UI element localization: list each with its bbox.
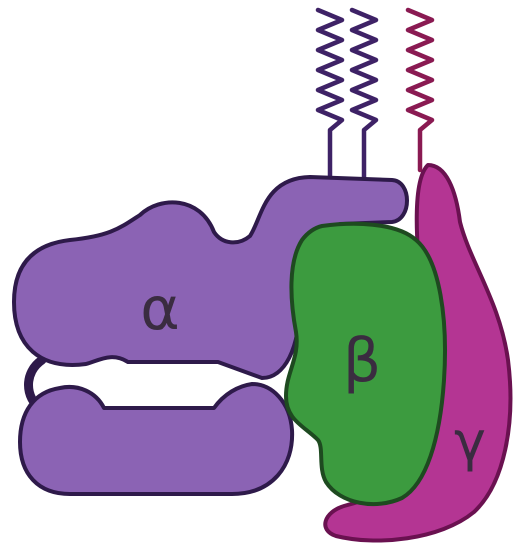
gamma-lipid-anchor	[408, 10, 432, 170]
alpha-lipid-anchor-right	[352, 10, 376, 178]
alpha-lower-domain	[20, 384, 292, 494]
alpha-lipid-anchor-left	[318, 10, 342, 178]
alpha-label: α	[140, 274, 180, 344]
beta-label: β	[343, 326, 381, 396]
gamma-label: γ	[454, 410, 486, 473]
